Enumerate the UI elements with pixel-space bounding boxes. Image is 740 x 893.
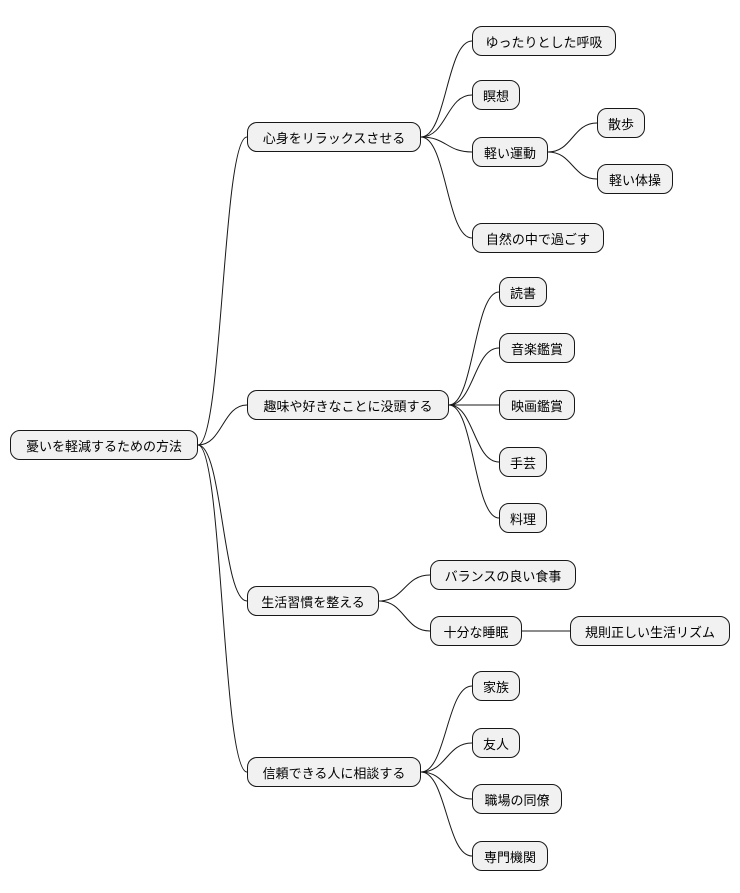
edge-b1c3-b1c3a bbox=[547, 122, 598, 153]
edge-root-b2 bbox=[197, 404, 248, 446]
edge-b1-b1c1 bbox=[420, 40, 473, 138]
edge-b2-b2c5 bbox=[448, 404, 500, 519]
leaf-node-light-gymnastics: 軽い体操 bbox=[597, 164, 673, 194]
edge-b2-b2c2 bbox=[448, 347, 500, 406]
edge-b4-b4c1 bbox=[420, 685, 473, 773]
edge-b4-b4c3 bbox=[420, 771, 473, 800]
edge-b1-b1c3 bbox=[420, 136, 473, 153]
edge-root-b3 bbox=[197, 444, 248, 602]
edge-b1-b1c4 bbox=[420, 136, 473, 239]
edge-b2-b2c1 bbox=[448, 291, 500, 406]
leaf-node-meditation: 瞑想 bbox=[472, 80, 520, 110]
leaf-node-breathing: ゆったりとした呼吸 bbox=[472, 26, 616, 56]
leaf-node-sleep: 十分な睡眠 bbox=[430, 616, 522, 646]
edge-b3-b3c1 bbox=[378, 574, 431, 602]
leaf-node-light-exercise: 軽い運動 bbox=[472, 137, 548, 167]
edge-b4-b4c4 bbox=[420, 771, 473, 857]
edge-b4-b4c2 bbox=[420, 742, 473, 773]
edge-root-b4 bbox=[197, 444, 248, 773]
leaf-node-movies: 映画鑑賞 bbox=[499, 390, 575, 420]
leaf-node-handicraft: 手芸 bbox=[499, 447, 547, 477]
branch-node-hobbies: 趣味や好きなことに没頭する bbox=[247, 390, 449, 420]
edge-b1-b1c2 bbox=[420, 94, 473, 138]
root-node: 憂いを軽減するための方法 bbox=[10, 430, 198, 460]
leaf-node-reading: 読書 bbox=[499, 277, 547, 307]
leaf-node-balanced-diet: バランスの良い食事 bbox=[430, 560, 576, 590]
branch-node-relax: 心身をリラックスさせる bbox=[247, 122, 421, 152]
leaf-node-family: 家族 bbox=[472, 671, 520, 701]
leaf-node-nature: 自然の中で過ごす bbox=[472, 223, 604, 253]
edge-b2-b2c4 bbox=[448, 404, 500, 463]
edge-root-b1 bbox=[197, 136, 248, 446]
leaf-node-music: 音楽鑑賞 bbox=[499, 333, 575, 363]
branch-node-lifestyle: 生活習慣を整える bbox=[247, 586, 379, 616]
leaf-node-coworkers: 職場の同僚 bbox=[472, 784, 562, 814]
edge-b3-b3c2 bbox=[378, 600, 431, 632]
leaf-node-cooking: 料理 bbox=[499, 503, 547, 533]
edge-b1c3-b1c3b bbox=[547, 151, 598, 180]
leaf-node-regular-rhythm: 規則正しい生活リズム bbox=[570, 616, 730, 646]
leaf-node-professional: 専門機関 bbox=[472, 841, 548, 871]
branch-node-consult: 信頼できる人に相談する bbox=[247, 757, 421, 787]
leaf-node-walk: 散歩 bbox=[597, 108, 645, 138]
leaf-node-friends: 友人 bbox=[472, 728, 520, 758]
